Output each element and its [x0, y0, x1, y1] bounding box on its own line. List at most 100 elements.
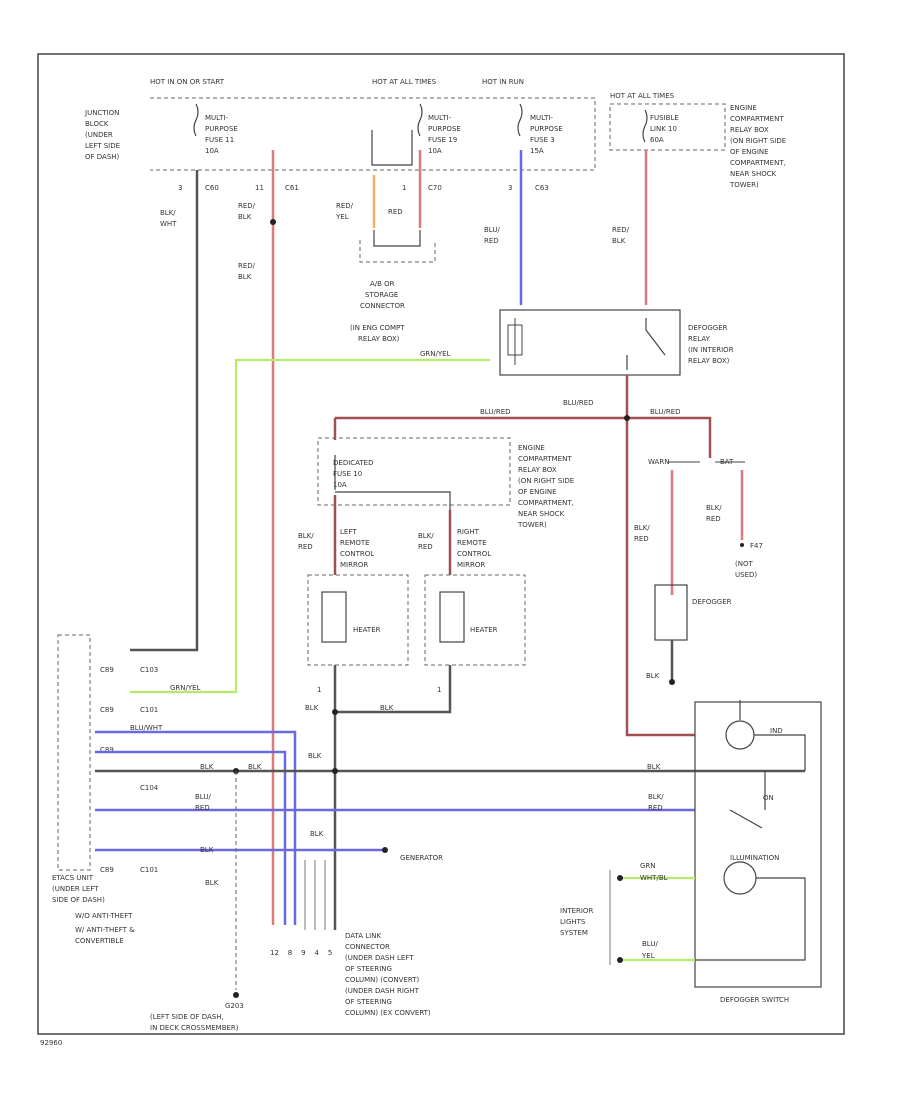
- svg-text:SYSTEM: SYSTEM: [560, 929, 588, 937]
- svg-text:JUNCTION: JUNCTION: [84, 109, 119, 117]
- label-illumination: ILLUMINATION: [730, 854, 779, 862]
- svg-text:A/B OR: A/B OR: [370, 280, 395, 288]
- wire-label-blk-red-3: BLK/ RED: [418, 532, 434, 551]
- svg-text:LEFT: LEFT: [340, 528, 357, 536]
- wire-relay-output: [625, 375, 695, 737]
- svg-text:MULTI-: MULTI-: [530, 114, 553, 122]
- svg-text:15A: 15A: [530, 147, 544, 155]
- wire-label-grn-yel-1: GRN/YEL: [420, 350, 451, 358]
- diagram-frame: [37, 53, 845, 1035]
- wire-label-blk-3: BLK: [646, 672, 660, 680]
- label-bat: BAT: [720, 458, 734, 466]
- svg-text:10A: 10A: [333, 481, 347, 489]
- svg-text:LINK 10: LINK 10: [650, 125, 677, 133]
- svg-text:LEFT SIDE: LEFT SIDE: [85, 142, 120, 150]
- svg-text:BLK/: BLK/: [160, 209, 176, 217]
- illumination-lamp: [723, 861, 757, 895]
- wire-label-red-yel: RED/ YEL: [335, 202, 354, 221]
- connector-c101-b: C101: [140, 866, 158, 874]
- svg-text:LIGHTS: LIGHTS: [560, 918, 586, 926]
- pin-1-right-mirror: 1: [437, 686, 441, 694]
- switch-contact: [729, 771, 766, 829]
- svg-text:RED: RED: [418, 543, 433, 551]
- svg-text:BLK: BLK: [238, 213, 252, 221]
- wire-grn-yel: [130, 358, 490, 694]
- defogger-relay-coil: [507, 318, 523, 365]
- label-hot-run-start: HOT IN ON OR START: [150, 78, 225, 86]
- label-hot-all-times-2: HOT AT ALL TIMES: [610, 92, 675, 100]
- svg-text:(NOT: (NOT: [735, 560, 753, 568]
- label-ind: IND: [770, 727, 783, 735]
- connector-c60: C60: [205, 184, 219, 192]
- svg-text:FUSIBLE: FUSIBLE: [650, 114, 679, 122]
- svg-text:DEFOGGER: DEFOGGER: [688, 324, 728, 332]
- fuse-11-label: MULTI- PURPOSE FUSE 11 10A: [205, 114, 238, 155]
- svg-text:INTERIOR: INTERIOR: [560, 907, 593, 915]
- pin-3-left: 3: [178, 184, 182, 192]
- wire-blk-wht-main: [130, 170, 199, 652]
- svg-text:BLK: BLK: [612, 237, 626, 245]
- svg-text:BLK: BLK: [238, 273, 252, 281]
- right-heater-element: [439, 591, 465, 643]
- svg-text:(LEFT SIDE OF DASH,: (LEFT SIDE OF DASH,: [150, 1013, 224, 1021]
- connector-c89-c: C89: [100, 746, 114, 754]
- svg-text:RELAY: RELAY: [688, 335, 711, 343]
- wire-label-blk-wht: BLK/ WHT: [160, 209, 177, 228]
- svg-text:BLK/: BLK/: [634, 524, 650, 532]
- indicator-lamp: [725, 720, 755, 750]
- wire-label-blu-yel: BLU/ YEL: [641, 940, 658, 960]
- svg-text:COMPARTMENT: COMPARTMENT: [730, 115, 784, 123]
- defogger-relay-box: [499, 309, 681, 376]
- engine-relay-box-label-2: ENGINE COMPARTMENT RELAY BOX (ON RIGHT S…: [517, 444, 574, 529]
- left-mirror-box: [307, 574, 409, 666]
- svg-text:ENGINE: ENGINE: [730, 104, 757, 112]
- wire-label-blk-5: BLK: [248, 763, 262, 771]
- svg-text:BLK/: BLK/: [648, 793, 664, 801]
- svg-text:CONNECTOR: CONNECTOR: [345, 943, 390, 951]
- svg-text:10A: 10A: [205, 147, 219, 155]
- svg-text:TOWER): TOWER): [517, 521, 547, 529]
- svg-text:COMPARTMENT: COMPARTMENT: [518, 455, 572, 463]
- dedicated-fuse-label: DEDICATED FUSE 10 10A: [333, 459, 374, 489]
- pin-3-c63: 3: [508, 184, 512, 192]
- svg-text:REMOTE: REMOTE: [457, 539, 487, 547]
- wire-label-blu-red: BLU/ RED: [484, 226, 500, 245]
- svg-text:MIRROR: MIRROR: [340, 561, 368, 569]
- svg-text:BLU/: BLU/: [642, 940, 658, 948]
- svg-text:MULTI-: MULTI-: [205, 114, 228, 122]
- etacs-unit-label: ETACS UNIT (UNDER LEFT SIDE OF DASH): [52, 874, 105, 904]
- label-hot-all-times-1: HOT AT ALL TIMES: [372, 78, 437, 86]
- pin-1-c70: 1: [402, 184, 406, 192]
- dedicated-fuse-box: [317, 437, 511, 506]
- connector-c101: C101: [140, 706, 158, 714]
- svg-text:COMPARTMENT,: COMPARTMENT,: [518, 499, 574, 507]
- left-heater-element: [321, 591, 347, 643]
- legend-2a: W/ ANTI-THEFT &: [75, 926, 135, 934]
- connector-c89-d: C89: [100, 866, 114, 874]
- fuse-11-symbol: [193, 103, 199, 137]
- junction-block-label: JUNCTION BLOCK (UNDER LEFT SIDE OF DASH): [84, 109, 120, 161]
- pin-f47: F47: [750, 542, 763, 550]
- svg-text:RED/: RED/: [238, 262, 256, 270]
- svg-text:FUSE 19: FUSE 19: [428, 136, 457, 144]
- label-on: ON: [763, 794, 774, 802]
- svg-text:BLOCK: BLOCK: [85, 120, 109, 128]
- switch-internal: [739, 700, 806, 771]
- svg-text:GRN: GRN: [640, 862, 656, 870]
- svg-text:MULTI-: MULTI-: [428, 114, 451, 122]
- connector-c61: C61: [285, 184, 299, 192]
- svg-text:PURPOSE: PURPOSE: [205, 125, 238, 133]
- wire-label-blk-4: BLK: [200, 763, 214, 771]
- svg-text:(ON RIGHT SIDE: (ON RIGHT SIDE: [518, 477, 574, 485]
- svg-text:OF ENGINE: OF ENGINE: [518, 488, 557, 496]
- svg-text:SIDE OF DASH): SIDE OF DASH): [52, 896, 105, 904]
- wire-label-blk-red-4: BLK/ RED: [634, 524, 650, 543]
- wire-label-blk-7: BLK: [647, 763, 661, 771]
- dedicated-fuse-symbol: [334, 455, 451, 510]
- svg-text:60A: 60A: [650, 136, 664, 144]
- right-heater-label: HEATER: [470, 626, 498, 634]
- label-hot-run: HOT IN RUN: [482, 78, 524, 86]
- wire-label-red-blk-3: RED/ BLK: [612, 226, 630, 245]
- wire-label-red-blk-2: RED/ BLK: [238, 262, 256, 281]
